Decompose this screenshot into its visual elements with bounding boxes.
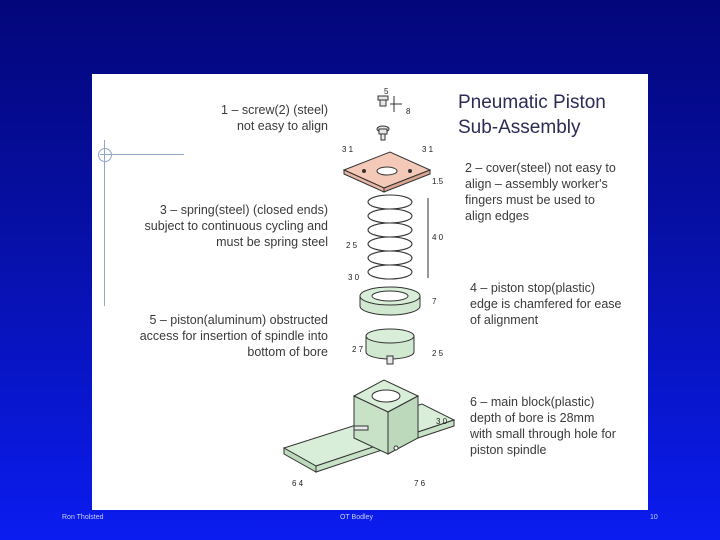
dim-cover-thickness: 1.5 xyxy=(432,177,444,186)
cover-part xyxy=(342,151,432,193)
dim-cover-left: 3 1 xyxy=(342,145,354,154)
screw-part xyxy=(376,95,390,141)
dim-base-width: 6 4 xyxy=(292,479,304,488)
slide-image: Pneumatic Piston Sub-Assembly 1 – screw(… xyxy=(92,74,648,510)
dim-screw-side: 8 xyxy=(406,107,411,116)
dim-stop-height: 7 xyxy=(432,297,437,306)
piston-stop-part xyxy=(359,286,421,316)
callout-piston: 5 – piston(aluminum) obstructed access f… xyxy=(139,313,328,359)
dim-base-length: 7 6 xyxy=(414,479,426,488)
dim-cover-right: 3 1 xyxy=(422,145,434,154)
footer-left: Ron Tholsted xyxy=(62,514,104,521)
exploded-view-drawing: 5 8 3 1 3 1 1.5 4 0 2 5 xyxy=(282,87,456,488)
dim-stop-diameter: 3 0 xyxy=(348,273,360,282)
spring-part xyxy=(367,194,413,280)
piston-part xyxy=(365,328,415,365)
slide-number: 10 xyxy=(650,514,658,521)
callout-main-block: 6 – main block(plastic) depth of bore is… xyxy=(470,395,616,457)
dim-spring-length: 4 0 xyxy=(432,233,444,242)
main-block-part xyxy=(282,379,456,473)
callout-screw: 1 – screw(2) (steel) not easy to align xyxy=(221,103,328,133)
footer-center: OT Bodley xyxy=(340,514,373,521)
dim-spring-diameter: 2 5 xyxy=(346,241,358,250)
dim-piston-height: 2 5 xyxy=(432,349,444,358)
callout-cover: 2 – cover(steel) not easy to align – ass… xyxy=(465,161,616,223)
dim-screw-top: 5 xyxy=(384,87,389,96)
decorative-line-vertical xyxy=(104,140,105,306)
callout-spring: 3 – spring(steel) (closed ends) subject … xyxy=(144,203,328,249)
dim-piston-diameter: 2 7 xyxy=(352,345,364,354)
decorative-circle xyxy=(98,148,112,162)
dim-block-height: 3 0 xyxy=(436,417,448,426)
decorative-line-horizontal xyxy=(100,154,184,155)
callout-piston-stop: 4 – piston stop(plastic) edge is chamfer… xyxy=(470,281,622,327)
diagram-title: Pneumatic Piston Sub-Assembly xyxy=(458,92,606,138)
